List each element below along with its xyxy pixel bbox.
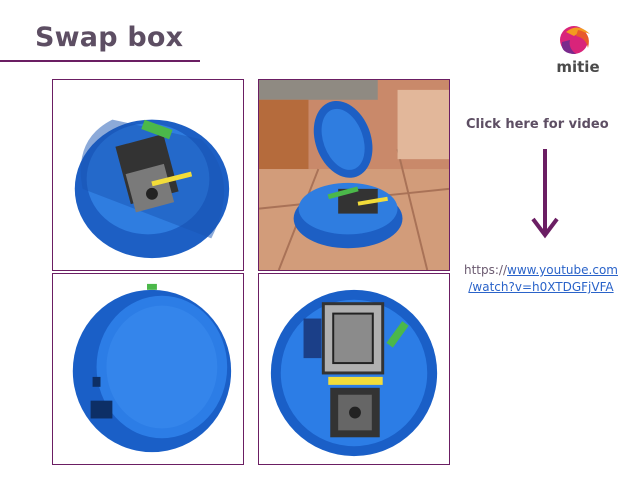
video-link-line1[interactable]: www.youtube.com xyxy=(507,263,618,277)
open-swap-box-with-trap-icon xyxy=(259,274,449,464)
open-swap-box-tilted-icon xyxy=(53,80,243,270)
photo-box-on-tiles xyxy=(258,79,450,271)
closed-swap-box-icon xyxy=(53,274,243,464)
video-label: Click here for video xyxy=(466,117,609,132)
video-url: https://www.youtube.com /watch?v=h0XTDGF… xyxy=(456,262,626,296)
title-underline xyxy=(0,60,200,62)
arrow-down-icon xyxy=(531,149,559,239)
logo-text: mitie xyxy=(556,58,600,76)
mitie-logo-mark-icon xyxy=(560,26,590,54)
mitie-logo: mitie xyxy=(548,22,608,78)
swap-box-on-tiles-icon xyxy=(259,80,449,270)
url-prefix: https:// xyxy=(464,263,508,277)
photo-open-box-tilted xyxy=(52,79,244,271)
photo-closed-box xyxy=(52,273,244,465)
video-link-line2[interactable]: /watch?v=h0XTDGFjVFA xyxy=(468,280,614,294)
slide-title: Swap box xyxy=(35,22,184,53)
photo-open-box-with-trap xyxy=(258,273,450,465)
